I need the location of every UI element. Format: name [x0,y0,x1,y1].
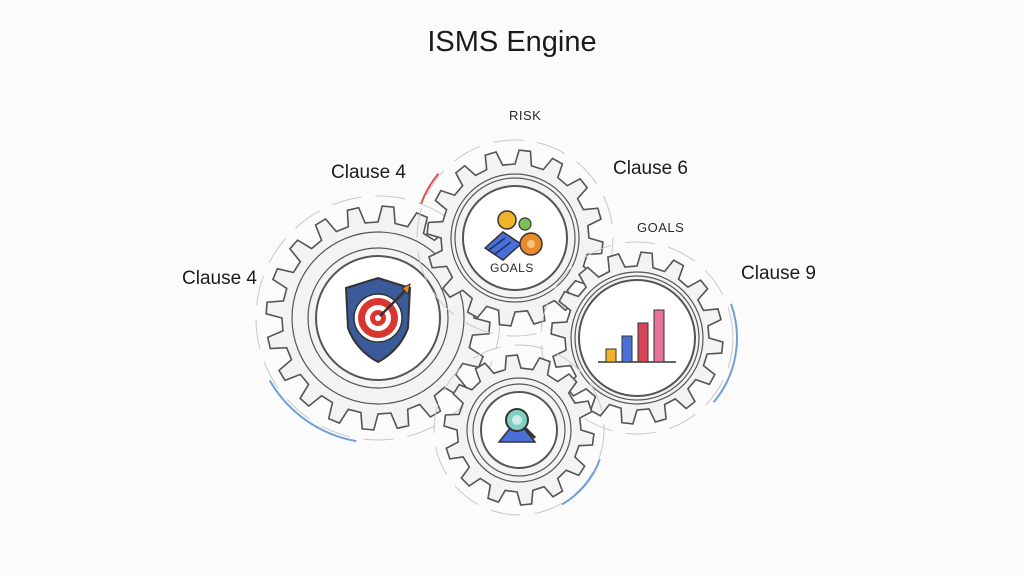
chart-bar [637,322,649,363]
goals-right-label: GOALS [637,220,685,235]
clause-left-label: Clause 4 [182,268,257,289]
clause-top-left-label: Clause 4 [331,162,406,183]
clause-top-right-label: Clause 6 [613,158,688,179]
goals-center-label: GOALS [490,261,534,275]
page-title: ISMS Engine [427,26,597,58]
clause-right-label: Clause 9 [741,263,816,284]
accent-arc [561,459,601,506]
magnifier-icon [497,408,537,443]
bar-chart-icon [598,309,676,363]
accent-arc [420,173,440,205]
accent-arc [268,379,357,443]
gear-right [540,241,734,435]
accent-arc [712,303,738,403]
target-shield-icon [344,276,412,364]
people-goals-icon [483,210,543,261]
chart-bar [653,309,665,363]
chart-bar [621,335,633,363]
risk-label: RISK [509,108,542,123]
chart-bar [605,348,617,363]
